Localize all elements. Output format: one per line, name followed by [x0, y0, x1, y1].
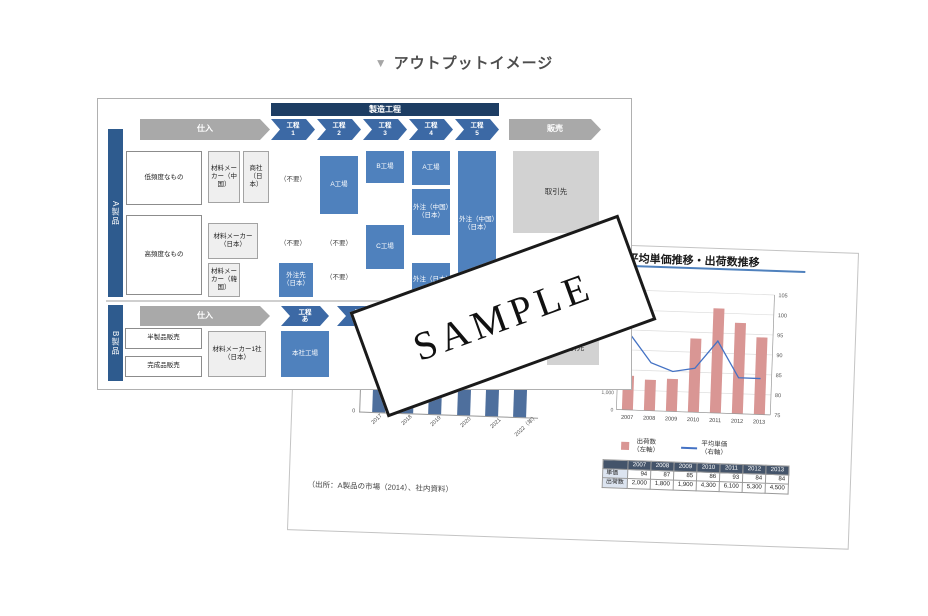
box-outsource-vendor-japan: 外注先（日本）: [279, 263, 313, 297]
box-supplier-korea: 材料メーカー（韓国）: [208, 263, 240, 297]
box-freq-low: 低頻度なもの: [126, 151, 202, 205]
box-factory-c-p3: C工場: [366, 225, 404, 269]
table-cell: 4,500: [765, 483, 789, 494]
arrow-sales-label: 販売: [547, 124, 563, 134]
row-label-product-a: A製品: [108, 129, 123, 297]
arrow-supply-a-label: 仕入: [197, 124, 213, 134]
note-not-needed-4: （不要）: [326, 274, 352, 281]
arrow-process-1: 工程1: [271, 119, 315, 140]
arrow-process-2: 工程2: [317, 119, 361, 140]
triangle-marker-icon: ▼: [374, 56, 388, 70]
box-semi-finished-sales: 半製品販売: [125, 328, 202, 349]
svg-text:1,000: 1,000: [601, 390, 614, 396]
arrow-process-5: 工程5: [455, 119, 499, 140]
arrow-supply-b: 仕入: [140, 306, 270, 326]
box-freq-high: 高頻度なもの: [126, 215, 202, 295]
box-material-maker-b: 材料メーカー1社（日本）: [208, 331, 266, 377]
line-swatch-icon: [681, 446, 698, 450]
source-note: （出所：A製品の市場（2014）、社内資料）: [307, 479, 454, 494]
svg-text:90: 90: [776, 353, 782, 359]
table-cell: 6,100: [719, 482, 743, 493]
box-hq-factory: 本社工場: [281, 331, 329, 377]
svg-text:2011: 2011: [709, 418, 721, 424]
svg-text:2010: 2010: [687, 417, 699, 423]
legend-price-axis: （右軸）: [700, 448, 728, 457]
chart-legend: 出荷数 （左軸） 平均単価 （右軸）: [621, 438, 727, 457]
arrow-process-5-label: 工程5: [470, 122, 484, 137]
arrow-process-2-label: 工程2: [332, 122, 346, 137]
arrow-process-4: 工程4: [409, 119, 453, 140]
table-cell: 1,900: [673, 480, 697, 491]
arrow-process-b1-label: 工程あ: [298, 308, 312, 323]
svg-text:85: 85: [776, 373, 782, 379]
bar-swatch-icon: [621, 441, 630, 450]
svg-text:100: 100: [778, 313, 787, 319]
table-cell: 2,000: [627, 478, 651, 489]
svg-text:2008: 2008: [643, 415, 655, 421]
row-label-product-b: B製品: [108, 305, 123, 381]
arrow-process-4-label: 工程4: [424, 122, 438, 137]
box-supplier-japan: 材料メーカー（日本）: [208, 223, 258, 259]
box-factory-a-p2: A工場: [320, 156, 358, 214]
box-factory-b-p3: B工場: [366, 151, 404, 183]
note-not-needed-2: （不要）: [280, 240, 306, 247]
box-outsource-cn-jp-p4: 外注（中国）（日本）: [412, 189, 450, 235]
box-client-a: 取引先: [513, 151, 599, 233]
page-title-text: アウトプットイメージ: [393, 55, 554, 72]
note-not-needed-1: （不要）: [280, 176, 306, 183]
page-title: ▼ アウトプットイメージ: [0, 52, 928, 73]
section-divider: [106, 300, 623, 302]
svg-text:0: 0: [610, 407, 613, 413]
legend-shipment-axis: （左軸）: [632, 445, 660, 454]
arrow-process-3-label: 工程3: [378, 122, 392, 137]
svg-text:2012: 2012: [731, 419, 743, 425]
svg-text:2013: 2013: [753, 419, 765, 425]
svg-text:2009: 2009: [665, 416, 677, 422]
svg-text:2007: 2007: [621, 415, 633, 421]
svg-text:95: 95: [777, 333, 783, 339]
legend-item-price: 平均単価 （右軸）: [681, 440, 728, 457]
arrow-process-3: 工程3: [363, 119, 407, 140]
arrow-process-1-label: 工程1: [286, 122, 300, 137]
table-cell: 5,300: [742, 482, 766, 493]
note-not-needed-3: （不要）: [326, 240, 352, 247]
process-header: 製造工程: [271, 103, 499, 116]
arrow-supply-b-label: 仕入: [197, 310, 213, 320]
table-row-label: 出荷数: [602, 477, 628, 489]
market-y-tick: 0: [352, 408, 356, 415]
box-trader-japan: 商社（日本）: [243, 151, 269, 203]
arrow-process-b1: 工程あ: [281, 306, 329, 326]
arrow-supply-a: 仕入: [140, 119, 270, 140]
table-cell: 4,300: [696, 481, 720, 492]
box-factory-a-p4: A工場: [412, 151, 450, 185]
arrow-sales: 販売: [509, 119, 601, 140]
svg-text:75: 75: [774, 413, 780, 419]
legend-item-shipment: 出荷数 （左軸）: [621, 438, 660, 455]
table-cell: 1,800: [650, 479, 674, 490]
box-supplier-china: 材料メーカー（中国）: [208, 151, 240, 203]
svg-text:105: 105: [778, 293, 787, 299]
box-finished-goods-sales: 完成品販売: [125, 356, 202, 377]
svg-text:80: 80: [775, 393, 781, 399]
